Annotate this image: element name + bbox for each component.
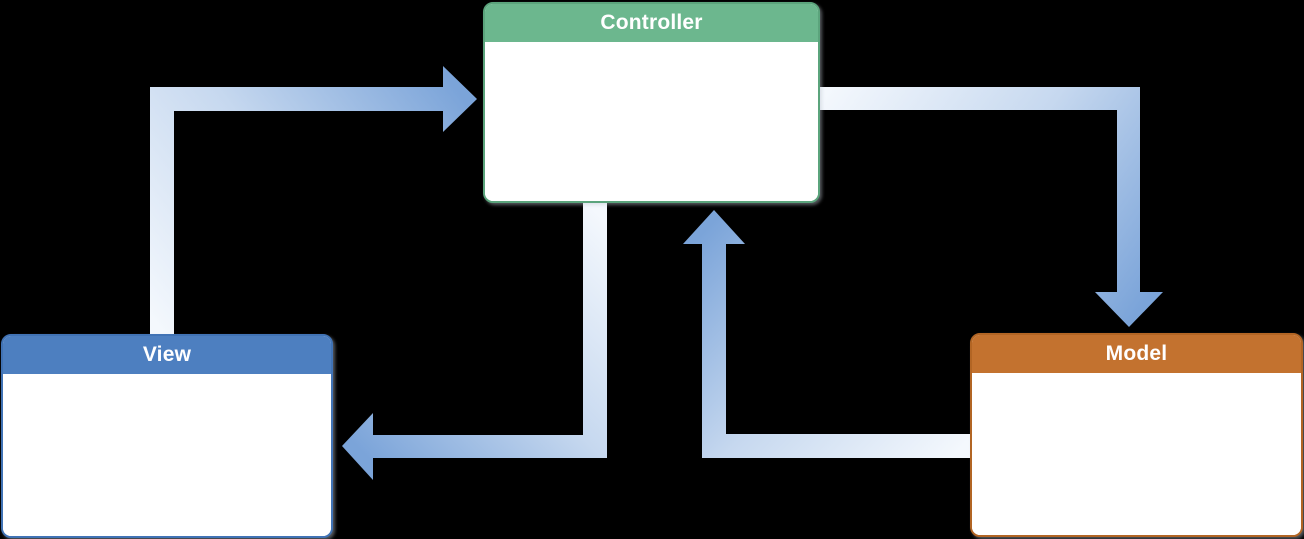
node-controller-title: Controller xyxy=(485,4,818,42)
node-model: Model xyxy=(970,333,1303,537)
node-view: View xyxy=(1,334,333,538)
node-controller-body xyxy=(485,42,818,201)
arrow-controller-to-model xyxy=(814,87,1163,327)
node-view-title: View xyxy=(3,336,331,374)
node-controller: Controller xyxy=(483,2,820,203)
node-model-body xyxy=(972,373,1301,535)
arrow-controller-to-view xyxy=(342,197,607,480)
arrow-view-to-controller xyxy=(150,66,477,344)
arrow-model-to-controller xyxy=(683,210,976,458)
node-model-title: Model xyxy=(972,335,1301,373)
node-view-body xyxy=(3,374,331,536)
